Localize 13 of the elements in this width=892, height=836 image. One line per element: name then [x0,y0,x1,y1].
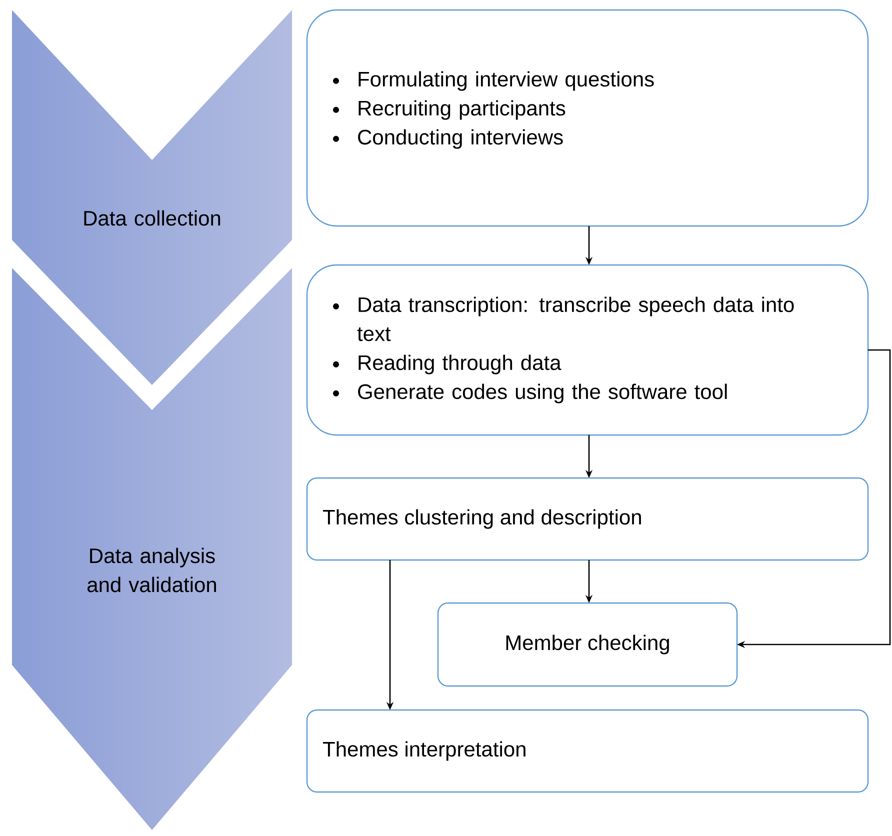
list-item: Recruiting participants [358,100,566,120]
list-item: Conducting interviews [358,129,563,149]
list-item: Formulating interview questions [358,71,654,91]
process-box: Themes clustering and description [306,477,869,561]
process-box [306,9,869,227]
process-box: Themes interpretation [306,709,869,793]
list-item: Reading through data [358,354,562,374]
process-box [306,264,869,436]
process-box: Member checking [437,602,738,687]
chevron: Data analysis and validation [88,548,216,592]
chevron: Data collection [84,210,220,226]
list-item: Generate codes using the software tool [358,384,727,404]
list-item: Data transcription: transcribe speech data into text [357,296,794,342]
